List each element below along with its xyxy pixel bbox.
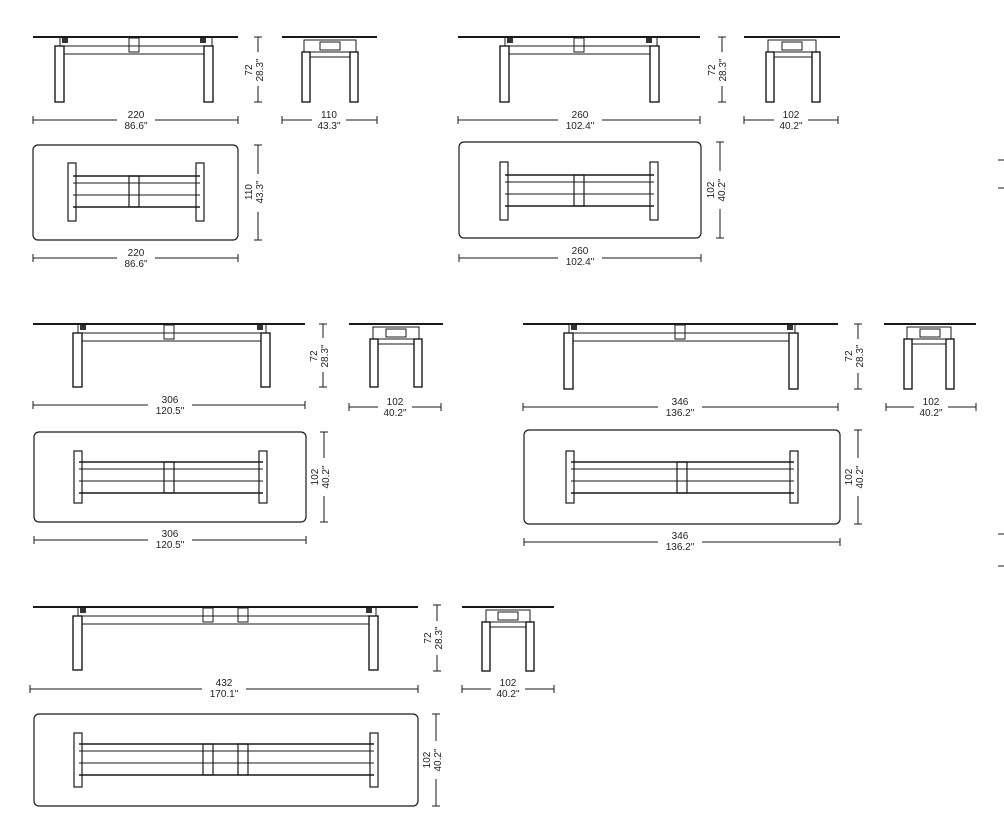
table-260-length-in: 102.4" [566, 121, 595, 132]
table-260-plan-depth-in: 40.2" [717, 178, 728, 201]
table-220-plan-view [32, 144, 239, 241]
table-432-front-view [33, 606, 418, 671]
table-432-depth-in: 40.2" [496, 689, 519, 700]
table-346-height-in: 28.3" [855, 344, 866, 367]
table-432-depth-dimension: 102 40.2" [461, 678, 555, 700]
table-260-length-cm: 260 [572, 110, 589, 121]
table-220-depth-dimension: 110 43.3" [281, 110, 378, 132]
table-432-plan-depth-in: 40.2" [433, 748, 444, 771]
table-432-plan-depth-dimension: 102 40.2" [422, 713, 448, 807]
table-306-plan-depth-in: 40.2" [321, 465, 332, 488]
table-260-plan-length-dimension: 260 102.4" [458, 246, 702, 268]
table-346-height-dimension: 72 28.3" [844, 323, 870, 390]
table-260-front-view [458, 36, 700, 103]
table-220-height-dimension: 72 28.3" [244, 36, 270, 103]
table-432-length-in: 170.1" [210, 689, 239, 700]
table-346-depth-dimension: 102 40.2" [885, 397, 977, 419]
table-346-plan-depth-in: 40.2" [855, 465, 866, 488]
table-306-length-dimension: 306 120.5" [32, 395, 306, 417]
table-346-depth-cm: 102 [923, 397, 940, 408]
table-220-plan-depth-in: 43.3" [255, 180, 266, 203]
table-220-plan-depth-cm: 110 [244, 184, 255, 200]
edge-tick-marks [998, 159, 1004, 567]
table-306-plan-length-in: 120.5" [156, 540, 185, 551]
table-260-depth-cm: 102 [783, 110, 800, 121]
table-220-front-view [33, 36, 238, 103]
table-260-depth-dimension: 102 40.2" [743, 110, 839, 132]
table-346-plan-depth-dimension: 102 40.2" [844, 429, 870, 525]
table-306-group: 306 120.5" 72 28.3" 102 40.2" [32, 323, 443, 551]
table-306-length-cm: 306 [162, 395, 179, 406]
table-346-front-view [523, 323, 838, 390]
table-220-plan-depth-dimension: 110 43.3" [244, 144, 270, 241]
table-220-height-cm: 72 [244, 64, 255, 76]
table-346-length-dimension: 346 136.2" [522, 397, 839, 419]
table-306-height-cm: 72 [309, 350, 320, 362]
table-306-plan-length-dimension: 306 120.5" [33, 529, 307, 551]
table-220-plan-length-in: 86.6" [124, 259, 147, 270]
table-220-plan-length-cm: 220 [128, 248, 145, 259]
table-220-length-dimension: 220 86.6" [32, 110, 239, 132]
table-346-side-view [884, 323, 976, 390]
table-220-depth-cm: 110 [321, 110, 337, 121]
table-432-side-view [462, 606, 554, 672]
table-346-height-cm: 72 [844, 350, 855, 362]
table-220-plan-length-dimension: 220 86.6" [32, 248, 239, 270]
table-432-length-cm: 432 [216, 678, 233, 689]
table-306-plan-depth-dimension: 102 40.2" [310, 431, 336, 523]
table-432-depth-cm: 102 [500, 678, 517, 689]
table-306-plan-view [33, 431, 307, 523]
table-306-plan-length-cm: 306 [162, 529, 179, 540]
table-306-depth-in: 40.2" [383, 408, 406, 419]
table-306-height-in: 28.3" [320, 344, 331, 367]
table-432-length-dimension: 432 170.1" [29, 678, 419, 700]
table-220-length-in: 86.6" [124, 121, 147, 132]
table-432-height-cm: 72 [423, 632, 434, 644]
table-346-plan-length-in: 136.2" [666, 542, 695, 553]
table-260-plan-depth-cm: 102 [706, 181, 717, 198]
table-346-plan-length-dimension: 346 136.2" [523, 531, 841, 553]
table-260-group: 260 102.4" 72 28.3" 102 40.2" [457, 36, 840, 268]
table-306-plan-depth-cm: 102 [310, 468, 321, 485]
table-260-side-view [744, 36, 840, 103]
table-260-height-dimension: 72 28.3" [707, 36, 733, 103]
table-432-group: 432 170.1" 72 28.3" 102 40.2" [29, 604, 555, 807]
table-220-group: 220 86.6" 72 28.3" 110 43.3" [32, 36, 378, 270]
table-306-height-dimension: 72 28.3" [309, 323, 335, 388]
table-260-height-in: 28.3" [718, 58, 729, 81]
table-306-depth-cm: 102 [387, 397, 404, 408]
table-346-plan-view [523, 429, 841, 525]
table-306-depth-dimension: 102 40.2" [348, 397, 442, 419]
table-220-length-cm: 220 [128, 110, 145, 121]
table-306-side-view [349, 323, 443, 388]
table-260-length-dimension: 260 102.4" [457, 110, 701, 132]
table-260-plan-view [458, 141, 702, 239]
table-220-height-in: 28.3" [255, 58, 266, 81]
table-346-plan-depth-cm: 102 [844, 468, 855, 485]
table-346-plan-length-cm: 346 [672, 531, 689, 542]
table-346-length-in: 136.2" [666, 408, 695, 419]
table-346-depth-in: 40.2" [919, 408, 942, 419]
table-260-plan-length-cm: 260 [572, 246, 589, 257]
table-220-depth-in: 43.3" [317, 121, 340, 132]
table-346-length-cm: 346 [672, 397, 689, 408]
table-306-front-view [33, 323, 305, 388]
table-260-height-cm: 72 [707, 64, 718, 76]
table-260-depth-in: 40.2" [779, 121, 802, 132]
table-432-plan-view [33, 713, 419, 807]
table-432-height-in: 28.3" [434, 626, 445, 649]
table-220-side-view [282, 36, 377, 103]
table-346-group: 346 136.2" 72 28.3" 102 40.2" [522, 323, 977, 553]
table-260-plan-length-in: 102.4" [566, 257, 595, 268]
table-306-length-in: 120.5" [156, 406, 185, 417]
table-432-plan-depth-cm: 102 [422, 751, 433, 768]
table-432-height-dimension: 72 28.3" [423, 604, 449, 672]
table-260-plan-depth-dimension: 102 40.2" [706, 141, 732, 239]
